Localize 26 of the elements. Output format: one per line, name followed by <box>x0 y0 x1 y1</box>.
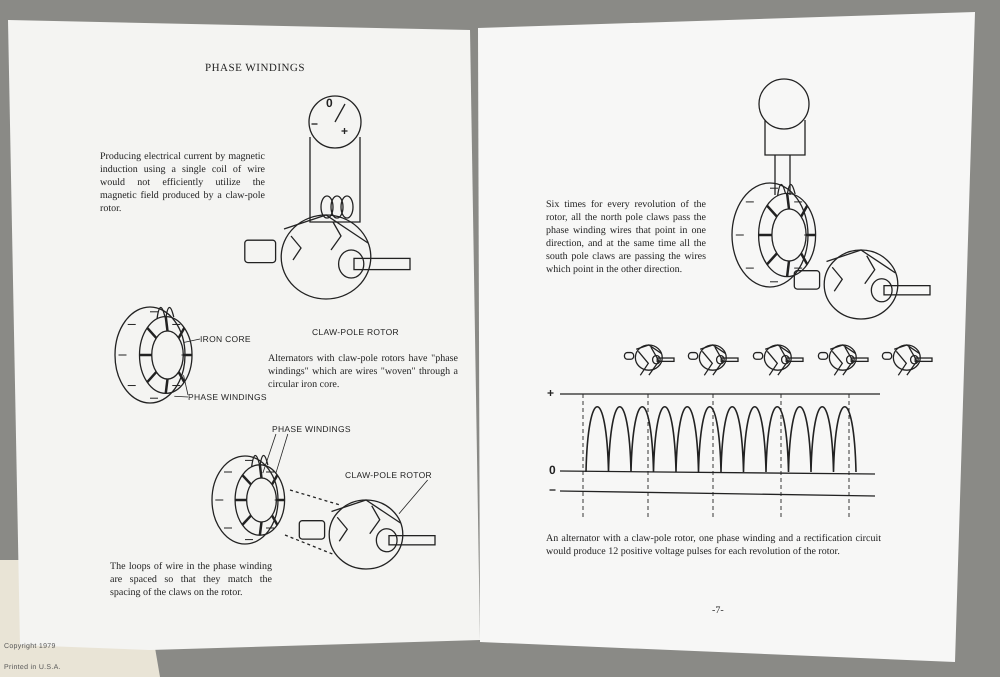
leader-line <box>183 338 200 343</box>
exploded-rotor-drawing <box>284 489 436 570</box>
callout-label: IRON CORE <box>200 334 251 344</box>
caption-text: An alternator with a claw-pole rotor, one phase winding and a rectification circuit would produce 12 positive voltage pulses for each revolution of the rotor. <box>546 532 881 558</box>
dial-label: − <box>311 117 318 131</box>
leader-line <box>174 396 188 398</box>
page-heading: PHASE WINDINGS <box>205 62 305 75</box>
leader-line <box>183 374 188 396</box>
leader-line <box>398 480 428 514</box>
body-paragraph: Producing electrical current by magnetic induction using a single coil of wire would not efficiently utilize the magnetic field produced by a claw-pole rotor. <box>100 150 265 215</box>
body-paragraph: The loops of wire in the phase winding are spaced so that they match the spacing of the claws on the rotor. <box>110 560 272 599</box>
axis-label: − <box>549 483 556 497</box>
callout-label: PHASE WINDINGS <box>272 424 351 434</box>
body-paragraph: Alternators with claw-pole rotors have "phase windings" which are wires "woven" through a circular iron core. <box>268 352 458 391</box>
axis-label: 0 <box>549 463 556 477</box>
leader-line <box>276 434 288 474</box>
dial-label: 0 <box>326 96 333 110</box>
callout-label: PHASE WINDINGS <box>188 392 267 402</box>
stator-drawing <box>211 454 286 545</box>
page-number: -7- <box>712 604 724 617</box>
dial-label: + <box>341 124 348 138</box>
leader-line <box>262 434 276 474</box>
axis-label: + <box>547 386 554 400</box>
body-paragraph: Six times for every revolution of the rotor, all the north pole claws pass the phase winding wires that point in one direction, and at the same time all the south pole claws are passing the wires which point in the other direction. <box>546 198 706 276</box>
callout-label: CLAW-POLE ROTOR <box>345 470 432 480</box>
part-label: CLAW-POLE ROTOR <box>312 327 399 337</box>
